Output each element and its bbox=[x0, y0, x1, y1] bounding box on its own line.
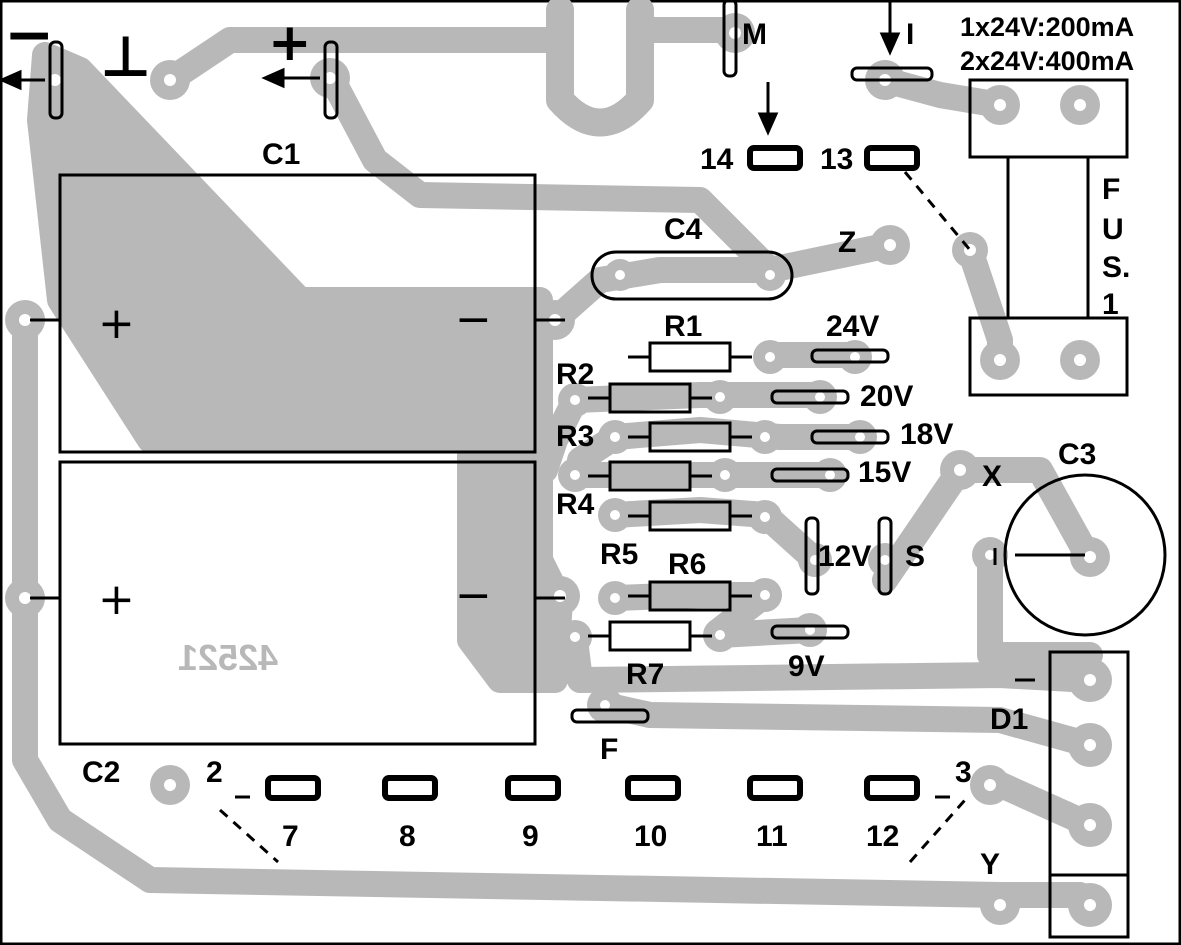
pad-12-rect bbox=[864, 775, 920, 801]
pad-10-rect bbox=[625, 775, 681, 801]
label-c3: C3 bbox=[1058, 438, 1097, 471]
label-24v: 24V bbox=[826, 310, 880, 343]
label-s: S bbox=[905, 540, 926, 573]
label-pin-14: 14 bbox=[700, 143, 734, 176]
label-c1: C1 bbox=[262, 138, 301, 171]
c1-minus: − bbox=[455, 294, 492, 345]
label-20v: 20V bbox=[860, 380, 914, 413]
c2-plus: + bbox=[98, 574, 135, 625]
label-y: Y bbox=[980, 848, 1001, 881]
label-m: M bbox=[742, 18, 767, 51]
pad-7-rect bbox=[265, 775, 321, 801]
pad-holes bbox=[19, 27, 1096, 911]
label-18v: 18V bbox=[900, 418, 954, 451]
label-15v: 15V bbox=[858, 456, 912, 489]
label-12: 12 bbox=[866, 820, 900, 853]
pad-8-rect bbox=[382, 775, 438, 801]
trace-ground-m bbox=[157, 27, 573, 93]
trace-20 bbox=[562, 382, 833, 413]
label-i: I bbox=[906, 18, 915, 51]
label-z: Z bbox=[838, 226, 857, 259]
label-c2: C2 bbox=[82, 756, 121, 789]
fuse-holder-bottom bbox=[968, 316, 1129, 397]
pad-11-rect bbox=[747, 775, 803, 801]
trace-c3-neg bbox=[977, 542, 1103, 668]
label-r6: R6 bbox=[668, 548, 707, 581]
c1-plus: + bbox=[98, 298, 135, 349]
trace-plus bbox=[317, 62, 783, 283]
trace-r4 bbox=[602, 497, 828, 573]
label-7: 7 bbox=[282, 820, 299, 853]
fuse-holder-top bbox=[968, 78, 1129, 159]
label-fus-s: S. bbox=[1102, 251, 1131, 284]
label-12v: 12V bbox=[818, 540, 872, 573]
corner-plus: + bbox=[268, 13, 312, 73]
c4-outline bbox=[590, 250, 794, 301]
component-outlines bbox=[30, 0, 1167, 939]
corner-minus: − bbox=[4, 0, 54, 70]
label-r3: R3 bbox=[556, 420, 595, 453]
pad-13-rect bbox=[864, 145, 920, 171]
label-10: 10 bbox=[634, 820, 668, 853]
label-r2: R2 bbox=[556, 358, 595, 391]
label-x: X bbox=[982, 460, 1003, 493]
trace-18 bbox=[602, 417, 873, 450]
pads bbox=[5, 13, 1112, 927]
trace-x bbox=[872, 457, 1103, 593]
c2-minus: − bbox=[455, 570, 492, 621]
mirrored-board-number: 42521 bbox=[178, 637, 279, 678]
label-r7: R7 bbox=[626, 658, 665, 691]
label-9v: 9V bbox=[788, 650, 825, 683]
label-9: 9 bbox=[522, 820, 539, 853]
label-r5: R5 bbox=[600, 538, 639, 571]
label-8: 8 bbox=[399, 820, 416, 853]
c3-outline bbox=[1003, 473, 1167, 637]
trace-r7 bbox=[562, 627, 1103, 693]
arrows bbox=[0, 0, 901, 136]
corner-ground: ⊥ bbox=[100, 25, 151, 90]
label-f: F bbox=[600, 733, 619, 766]
label-fus-u: U bbox=[1102, 213, 1124, 246]
label-pin-13: 13 bbox=[820, 143, 854, 176]
c1-outline bbox=[58, 173, 537, 454]
label-11: 11 bbox=[756, 820, 788, 853]
label-2: 2 bbox=[206, 756, 223, 789]
pad-14-rect bbox=[747, 145, 803, 171]
label-r4: R4 bbox=[556, 488, 595, 521]
label-d1: D1 bbox=[990, 703, 1029, 736]
label-rating-1: 1x24V:200mA bbox=[960, 12, 1135, 42]
ground-plane bbox=[27, 42, 573, 693]
pad-9-rect bbox=[505, 775, 561, 801]
c2-outline bbox=[58, 460, 537, 746]
label-r1: R1 bbox=[664, 310, 703, 343]
label-3: 3 bbox=[955, 756, 972, 789]
trace-u-loop bbox=[546, 0, 654, 137]
d1-outline bbox=[1048, 650, 1130, 939]
label-rating-2: 2x24V:400mA bbox=[960, 46, 1135, 76]
label-fus-1: 1 bbox=[1102, 288, 1119, 321]
label-fus-f: F bbox=[1102, 173, 1121, 206]
trace-z bbox=[542, 232, 903, 333]
label-c4: C4 bbox=[664, 213, 703, 246]
